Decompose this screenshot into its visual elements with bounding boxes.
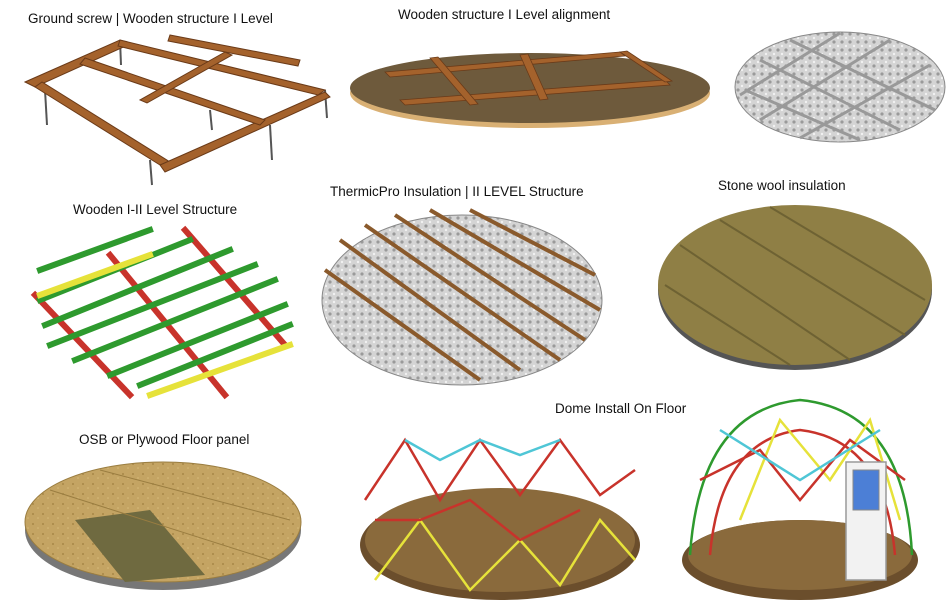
panel-label-beam-structure: Wooden I-II Level Structure [73, 202, 238, 217]
panel-label-osb-floor: OSB or Plywood Floor panel [79, 432, 250, 447]
ground-screw-frame-render [23, 34, 331, 186]
stone-wool-render [658, 205, 932, 370]
osb-floor-render [24, 461, 302, 590]
panel-label-stone-wool: Stone wool insulation [718, 178, 846, 193]
panel-label-thermicpro: ThermicPro Insulation | II LEVEL Structu… [330, 184, 584, 199]
colored-beam-grid-render [30, 225, 294, 400]
insulation-grid-render [734, 31, 946, 143]
panel-label-level-alignment: Wooden structure I Level alignment [398, 7, 611, 22]
geodesic-dome-render [682, 398, 918, 600]
panel-label-ground-screw: Ground screw | Wooden structure I Level [28, 11, 273, 26]
thermicpro-insulation-render [321, 208, 603, 386]
dome-base-render [360, 437, 640, 600]
level-alignment-render [350, 50, 710, 128]
panel-label-dome-install: Dome Install On Floor [555, 401, 687, 416]
